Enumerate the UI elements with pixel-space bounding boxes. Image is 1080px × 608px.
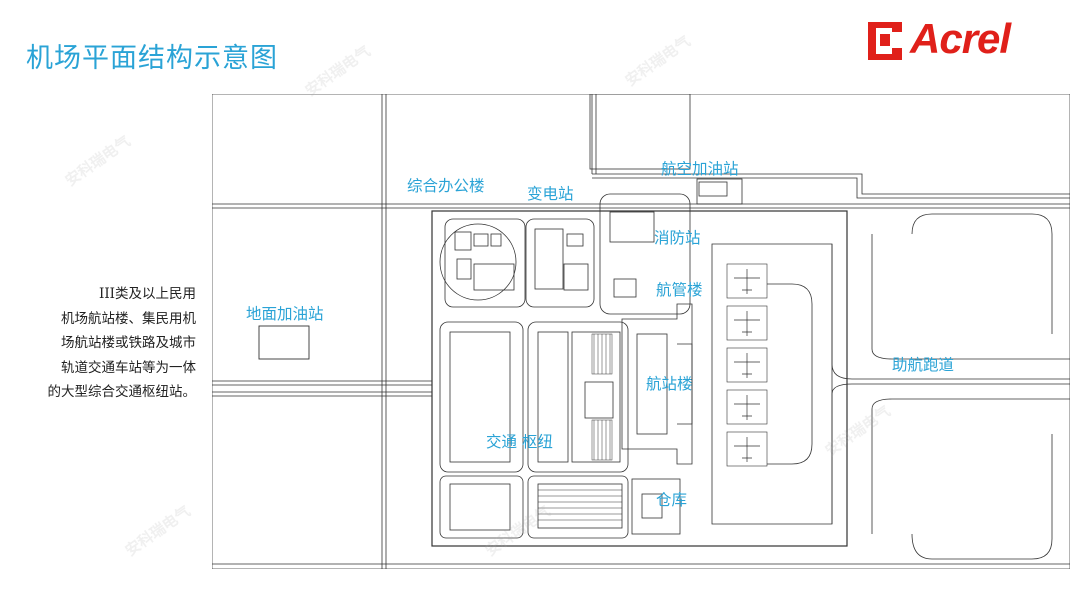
watermark: 安科瑞电气 (121, 502, 194, 560)
page-title: 机场平面结构示意图 (26, 43, 278, 74)
label-fire-station: 消防站 (654, 229, 701, 247)
label-atc: 航管楼 (656, 281, 703, 299)
label-warehouse: 仓库 (656, 491, 688, 509)
description-line: III类及以上民用 (99, 286, 196, 302)
watermark: 安科瑞电气 (301, 42, 374, 100)
label-substation: 变电站 (527, 185, 574, 203)
description-line: 场航站楼或铁路及城市 (61, 335, 196, 351)
label-taxiway: 助航跑道 (892, 356, 955, 374)
acrel-logo: Acrel (866, 14, 1066, 64)
label-office: 综合办公楼 (407, 177, 485, 195)
watermark: 安科瑞电气 (621, 32, 694, 90)
label-aviation-fuel: 航空加油站 (661, 160, 739, 178)
description-line: 机场航站楼、集民用机 (61, 310, 196, 327)
watermark: 安科瑞电气 (61, 132, 134, 190)
description-line: 轨道交通车站等为一体 (61, 359, 196, 376)
label-ground-fuel: 地面加油站 (246, 305, 324, 323)
site-plan-drawing (212, 94, 1070, 569)
label-transport-hub: 交通 枢纽 (486, 433, 553, 451)
description: III类及以上民用 机场航站楼、集民用机 场航站楼或铁路及城市 轨道交通车站等为… (28, 282, 197, 405)
logo-mark-icon (868, 22, 902, 60)
logo-text: Acrel (910, 15, 1011, 62)
description-line: 的大型综合交通枢纽站。 (47, 384, 197, 400)
label-terminal: 航站楼 (646, 375, 693, 393)
